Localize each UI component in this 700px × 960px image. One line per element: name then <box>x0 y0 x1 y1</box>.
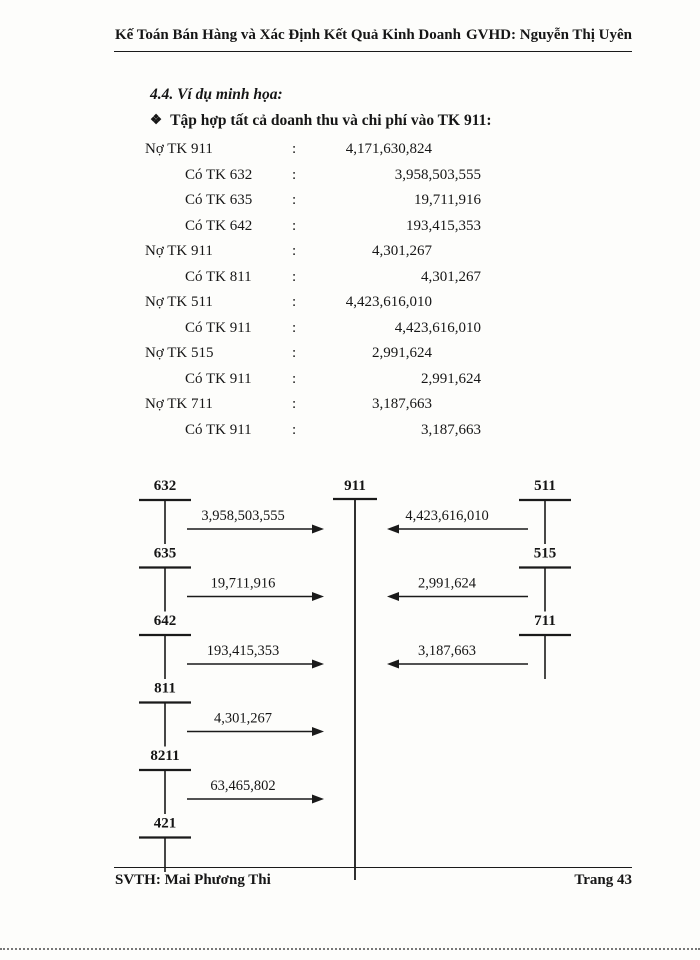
arrowhead-left-icon <box>387 524 399 534</box>
account-label-left: 811 <box>154 681 176 697</box>
arrowhead-right-icon <box>312 592 324 601</box>
entry-account-label: Có TK 911 <box>185 421 252 438</box>
flow-amount-right: 4,423,616,010 <box>405 508 488 524</box>
entry-separator: : <box>292 294 297 310</box>
entry-account-label: Có TK 642 <box>185 217 253 234</box>
journal-entries: Nợ TK 911: 4,171,630,824 Có TK 632: 3,958,5… <box>115 141 595 447</box>
entry-amount: 193,415,353 <box>406 217 481 234</box>
bullet-text: Tập hợp tất cả doanh thu và chi phí vào … <box>170 112 492 129</box>
section-heading: 4.4. Ví dụ minh họa: <box>150 86 283 103</box>
entry-separator: : <box>292 396 297 412</box>
account-label-right: 511 <box>534 478 556 494</box>
entry-separator: : <box>292 370 297 387</box>
flow-amount-left: 193,415,353 <box>207 643 280 659</box>
footer-rule <box>114 867 632 868</box>
account-label-left: 642 <box>154 613 177 629</box>
header-advisor: GVHD: Nguyễn Thị Uyên <box>466 27 632 43</box>
account-label-left: 421 <box>154 816 177 832</box>
entry-account-label: Nợ TK 911 <box>145 141 213 157</box>
account-label-left: 632 <box>154 478 177 494</box>
arrowhead-right-icon <box>312 659 324 669</box>
entry-account-label: Có TK 911 <box>185 370 252 387</box>
flow-amount-right: 2,991,624 <box>418 576 477 592</box>
journal-entry-row: Nợ TK 515: 2,991,624 <box>115 345 595 371</box>
header-title: Kế Toán Bán Hàng và Xác Định Kết Quả Kin… <box>115 27 461 43</box>
header-rule <box>114 51 632 52</box>
journal-entry-row: Có TK 811: 4,301,267 <box>115 269 595 295</box>
entry-amount: 4,301,267 <box>372 243 432 259</box>
entry-separator: : <box>292 243 297 259</box>
entry-amount: 3,187,663 <box>421 421 481 438</box>
arrowhead-right-icon <box>312 727 324 736</box>
diamond-bullet-icon: ❖ <box>150 112 163 127</box>
entry-separator: : <box>292 217 297 234</box>
journal-entry-row: Nợ TK 911: 4,301,267 <box>115 243 595 269</box>
account-label-left: 8211 <box>150 748 179 764</box>
flow-amount-right: 3,187,663 <box>418 643 476 659</box>
entry-amount: 19,711,916 <box>414 192 481 208</box>
entry-amount: 3,187,663 <box>372 396 432 412</box>
entry-account-label: Có TK 632 <box>185 166 253 183</box>
flow-amount-left: 3,958,503,555 <box>201 508 284 524</box>
journal-entry-row: Có TK 635: 19,711,916 <box>115 192 595 218</box>
entry-account-label: Nợ TK 515 <box>145 345 214 361</box>
account-label-center: 911 <box>344 478 366 494</box>
entry-separator: : <box>292 192 297 208</box>
arrowhead-right-icon <box>312 524 324 534</box>
footer-author: SVTH: Mai Phương Thi <box>115 872 271 888</box>
journal-entry-row: Có TK 911: 4,423,616,010 <box>115 320 595 346</box>
journal-entry-row: Có TK 642: 193,415,353 <box>115 218 595 244</box>
account-label-right: 711 <box>534 613 556 629</box>
arrowhead-left-icon <box>387 592 399 601</box>
entry-separator: : <box>292 345 297 361</box>
entry-account-label: Có TK 635 <box>185 192 253 208</box>
bullet-line: ❖ Tập hợp tất cả doanh thu và chi phí vào… <box>150 112 492 130</box>
entry-separator: : <box>292 141 297 157</box>
entry-account-label: Nợ TK 511 <box>145 294 213 310</box>
journal-entry-row: Nợ TK 911: 4,171,630,824 <box>115 141 595 167</box>
arrowhead-left-icon <box>387 659 399 669</box>
entry-account-label: Nợ TK 711 <box>145 396 213 412</box>
journal-entry-row: Có TK 632: 3,958,503,555 <box>115 167 595 193</box>
entry-amount: 3,958,503,555 <box>394 166 481 183</box>
journal-entry-row: Có TK 911: 2,991,624 <box>115 371 595 397</box>
journal-entry-row: Nợ TK 711: 3,187,663 <box>115 396 595 422</box>
arrowhead-right-icon <box>312 794 324 804</box>
entry-amount: 4,423,616,010 <box>394 319 481 336</box>
entry-separator: : <box>292 319 297 336</box>
entry-amount: 4,301,267 <box>421 268 481 285</box>
entry-separator: : <box>292 166 297 183</box>
footer-page-number: Trang 43 <box>574 872 632 888</box>
entry-account-label: Có TK 911 <box>185 319 252 336</box>
account-label-right: 515 <box>534 546 557 562</box>
page-header: Kế Toán Bán Hàng và Xác Định Kết Quả Kin… <box>115 27 632 44</box>
flow-amount-left: 63,465,802 <box>210 778 275 794</box>
entry-amount: 2,991,624 <box>421 370 481 387</box>
journal-entry-row: Có TK 911: 3,187,663 <box>115 422 595 448</box>
entry-account-label: Nợ TK 911 <box>145 243 213 259</box>
t-account-diagram: 911 632 3,958,503,555 635 19,711,916 642 193,4… <box>139 478 571 880</box>
flow-amount-left: 19,711,916 <box>211 576 276 592</box>
page-footer: SVTH: Mai Phương Thi Trang 43 <box>115 872 632 889</box>
entry-separator: : <box>292 421 297 438</box>
flow-amount-left: 4,301,267 <box>214 711 272 727</box>
journal-entry-row: Nợ TK 511: 4,423,616,010 <box>115 294 595 320</box>
entry-amount: 4,423,616,010 <box>345 294 432 310</box>
entry-amount: 2,991,624 <box>372 345 432 361</box>
entry-account-label: Có TK 811 <box>185 268 252 285</box>
entry-amount: 4,171,630,824 <box>345 141 432 157</box>
account-label-left: 635 <box>154 546 177 562</box>
scan-artifact-dotted-line <box>0 948 700 950</box>
entry-separator: : <box>292 268 297 285</box>
